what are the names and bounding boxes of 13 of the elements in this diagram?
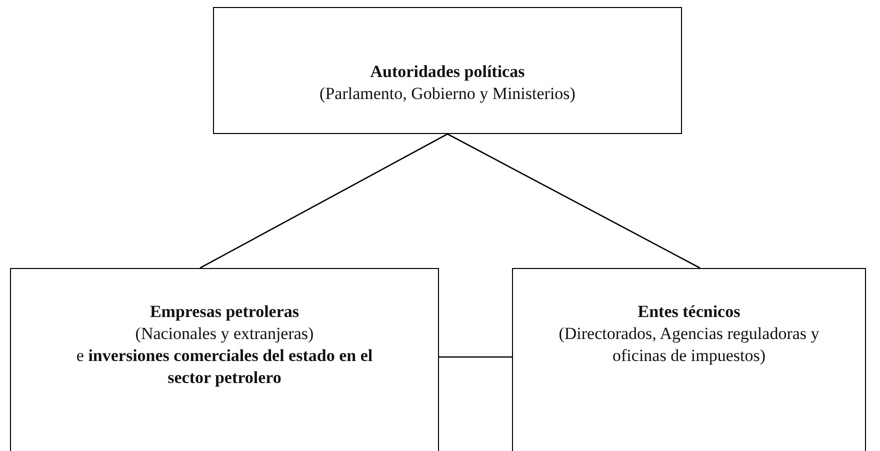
heading: Empresas petroleras — [150, 301, 300, 323]
heading: Autoridades políticas — [370, 61, 525, 83]
connector-line — [447, 133, 700, 269]
description: (Directorados, Agencias reguladoras y oficinas de impuestos) — [558, 323, 820, 367]
text-box — [512, 268, 866, 451]
connector-line — [200, 133, 448, 269]
heading: Entes técnicos — [638, 301, 740, 323]
text-box — [10, 268, 439, 451]
connector-line — [439, 356, 512, 358]
text-box — [213, 7, 682, 134]
description: (Nacionales y extranjeras) — [135, 323, 314, 345]
description: e inversiones comerciales del estado en el sector petrolero — [75, 345, 374, 389]
description: (Parlamento, Gobierno y Ministerios) — [320, 83, 576, 105]
